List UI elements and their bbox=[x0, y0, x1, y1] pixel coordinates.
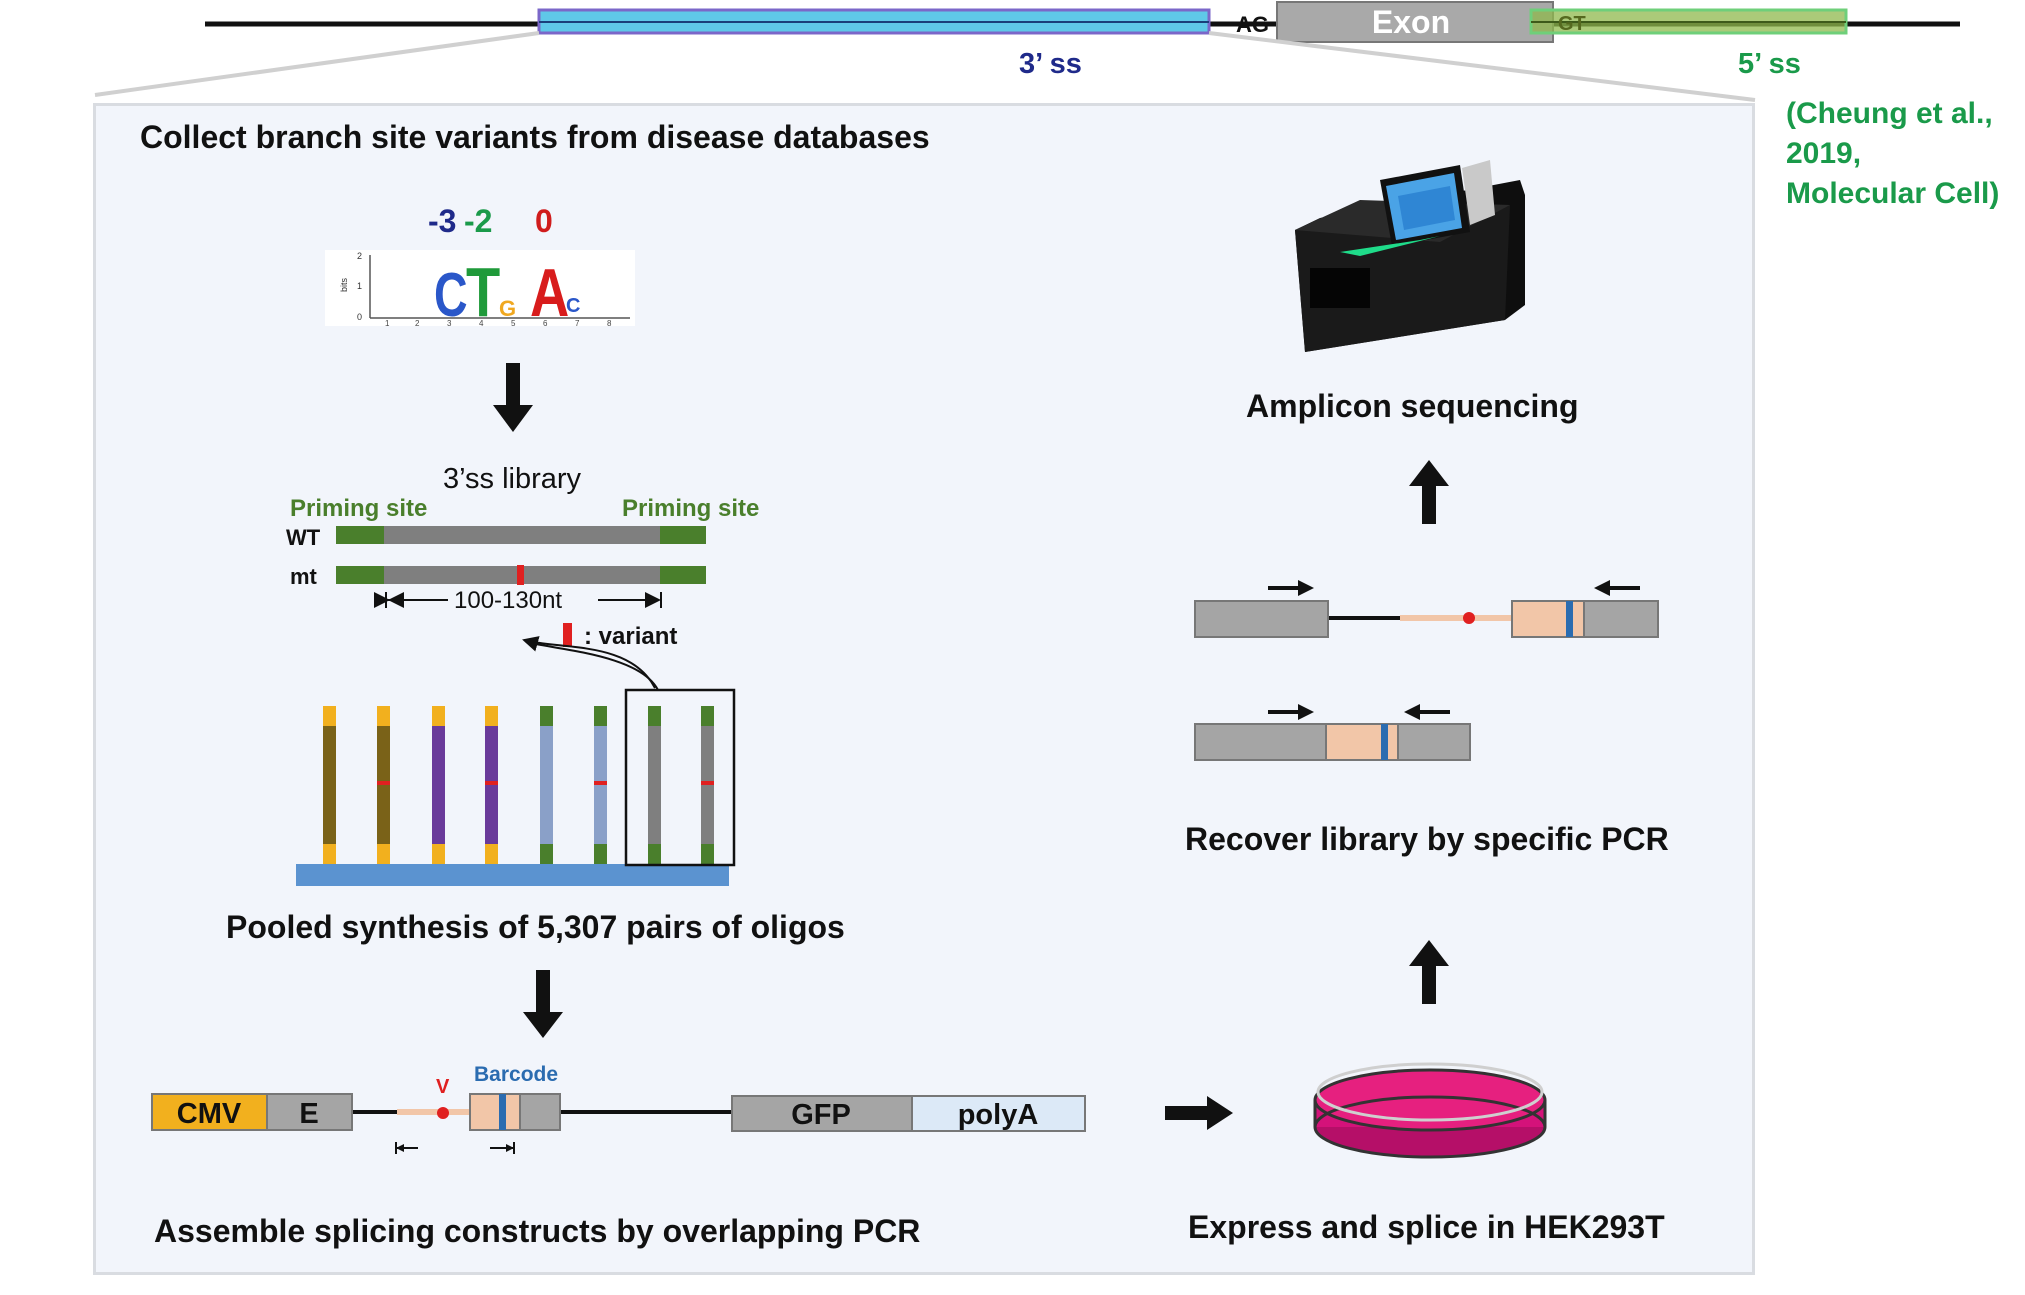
motif-ytick: 0 bbox=[357, 312, 362, 322]
wt-label: WT bbox=[286, 525, 321, 550]
polya-box bbox=[911, 1095, 1086, 1132]
cmv-label: CMV bbox=[177, 1098, 242, 1130]
step-assemble-title: Assemble splicing constructs by overlapp… bbox=[154, 1213, 920, 1249]
motif-letter-c: C bbox=[434, 259, 468, 329]
sequencer-icon bbox=[1295, 160, 1525, 352]
motif-xtick: 1 bbox=[385, 319, 390, 328]
motif-xtick: 6 bbox=[543, 319, 548, 328]
motif-xtick: 8 bbox=[607, 319, 612, 328]
motif-xtick: 3 bbox=[447, 319, 452, 328]
step-pooled-title: Pooled synthesis of 5,307 pairs of oligo… bbox=[226, 909, 845, 945]
e-box bbox=[266, 1093, 353, 1131]
position-minus2: -2 bbox=[464, 203, 492, 239]
oligo bbox=[432, 706, 445, 864]
motif-xtick: 7 bbox=[575, 319, 580, 328]
synthesis-plate bbox=[296, 864, 729, 886]
oligo-pair-highlight bbox=[624, 688, 736, 867]
motif-letter-t: T bbox=[466, 254, 500, 331]
splicing-construct: CMV E V Barcode GFP polyA bbox=[151, 1063, 1086, 1154]
e-label: E bbox=[299, 1098, 318, 1130]
motif-letter-g: G bbox=[499, 296, 516, 321]
right-arrow-icon bbox=[1165, 1096, 1233, 1130]
ag-label: AG bbox=[1236, 12, 1269, 37]
library-title: 3’ss library bbox=[443, 463, 582, 495]
mt-label: mt bbox=[290, 564, 318, 589]
gfp-label: GFP bbox=[791, 1099, 851, 1131]
variant-legend-icon bbox=[563, 623, 572, 647]
barcode-label: Barcode bbox=[474, 1063, 558, 1086]
v-label: V bbox=[436, 1076, 450, 1098]
gt-label: GT bbox=[1558, 13, 1586, 35]
oligo bbox=[540, 706, 553, 864]
barcode-mark bbox=[499, 1094, 506, 1130]
oligo bbox=[485, 706, 498, 864]
step-amplicon-title: Amplicon sequencing bbox=[1246, 388, 1578, 424]
wt-oligo bbox=[336, 526, 706, 544]
up-arrow-icon bbox=[1409, 460, 1449, 524]
variant-legend-label: : variant bbox=[584, 623, 677, 650]
oligo bbox=[594, 706, 607, 864]
step-collect-title: Collect branch site variants from diseas… bbox=[140, 119, 930, 155]
library-diagram: 3’ss library Priming site Priming site W… bbox=[286, 463, 759, 691]
motif-ytick: 1 bbox=[357, 281, 362, 291]
up-arrow-icon bbox=[1409, 940, 1449, 1004]
down-arrow-icon bbox=[493, 363, 533, 432]
petri-dish-icon bbox=[1313, 1062, 1547, 1159]
oligo bbox=[323, 706, 336, 864]
citation-line: 2019, bbox=[1786, 137, 1861, 170]
citation-line: Molecular Cell) bbox=[1786, 177, 1999, 210]
motif-xtick: 2 bbox=[415, 319, 420, 328]
motif-ylabel: bits bbox=[339, 277, 349, 292]
curved-arrow-icon bbox=[522, 636, 656, 689]
exon-label: Exon bbox=[1372, 4, 1450, 40]
variant-mark bbox=[517, 565, 524, 585]
position-minus3: -3 bbox=[428, 203, 456, 239]
citation-line: (Cheung et al., bbox=[1786, 97, 1993, 130]
gfp-box bbox=[731, 1095, 913, 1132]
pcr-product-unspliced bbox=[1194, 580, 1659, 638]
motif-letter-a: A bbox=[530, 255, 569, 331]
citation: (Cheung et al., 2019, Molecular Cell) bbox=[1786, 97, 1999, 210]
variant-dot bbox=[437, 1107, 449, 1119]
polya-label: polyA bbox=[958, 1099, 1039, 1131]
down-arrow-icon bbox=[523, 970, 563, 1038]
position-0: 0 bbox=[535, 203, 553, 239]
step-express-title: Express and splice in HEK293T bbox=[1188, 1209, 1665, 1245]
oligo-pool bbox=[296, 688, 736, 886]
priming-site-left: Priming site bbox=[290, 495, 427, 522]
gene-structure: AG Exon GT 3’ ss 5’ ss bbox=[94, 1, 1960, 102]
motif-ytick: 2 bbox=[357, 251, 362, 261]
oligo bbox=[701, 706, 714, 864]
priming-site-right: Priming site bbox=[622, 495, 759, 522]
motif-logo: -3 -2 0 bits 2 1 0 C T G A C 1 2 3 4 5 6… bbox=[325, 203, 635, 331]
motif-letter-c2: C bbox=[566, 295, 580, 317]
oligo bbox=[648, 706, 661, 864]
motif-xtick: 4 bbox=[479, 319, 484, 328]
length-label: 100-130nt bbox=[454, 587, 562, 614]
5ss-label: 5’ ss bbox=[1738, 48, 1801, 80]
motif-xtick: 5 bbox=[511, 319, 516, 328]
pcr-product-spliced bbox=[1194, 704, 1471, 761]
step-recover-title: Recover library by specific PCR bbox=[1185, 821, 1669, 857]
oligo bbox=[377, 706, 390, 864]
3ss-label: 3’ ss bbox=[1019, 48, 1082, 80]
